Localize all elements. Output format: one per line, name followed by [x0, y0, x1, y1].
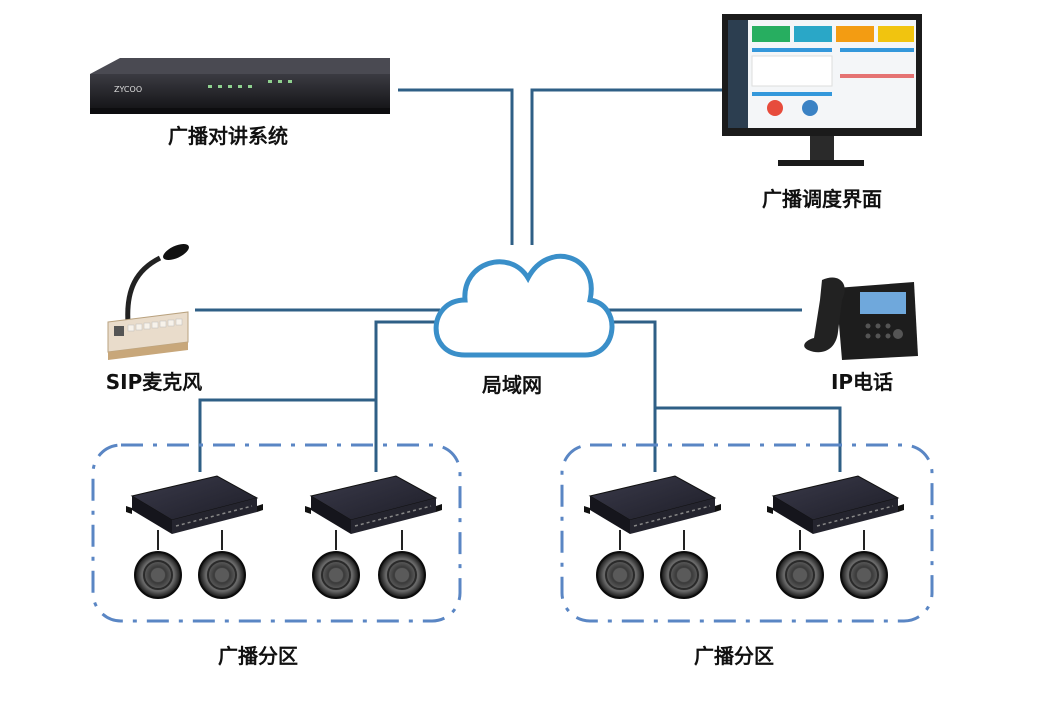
dispatch-ui-label: 广播调度界面 [762, 187, 882, 211]
broadcast-zone-left [91, 443, 462, 623]
ceiling-speaker-icon [660, 551, 708, 599]
broadcast-zone-right [560, 443, 934, 623]
lan-label: 局域网 [481, 373, 542, 397]
line-right-zone-branch [655, 406, 842, 472]
broadcast-intercom-system-label: 广播对讲系统 [168, 124, 288, 148]
ceiling-speaker-icon [312, 551, 360, 599]
ceiling-speaker-icon [776, 551, 824, 599]
cloud-icon [433, 253, 615, 358]
network-amplifier-icon [766, 475, 905, 535]
ceiling-speaker-icon [134, 551, 182, 599]
ceiling-speaker-icon [840, 551, 888, 599]
ip-phone-label: IP电话 [831, 370, 893, 394]
ceiling-speaker-icon [198, 551, 246, 599]
desk-phone-icon [804, 277, 918, 360]
rack-logo: ZYCOO [114, 85, 142, 94]
server-rack-icon: ZYCOO [90, 58, 390, 114]
line-cloud-to-right-zone [605, 320, 657, 472]
connection-lines [195, 88, 842, 472]
line-monitor-to-cloud [530, 88, 724, 245]
sip-microphone-label: SIP麦克风 [106, 370, 203, 394]
ceiling-speaker-icon [596, 551, 644, 599]
network-amplifier-icon [304, 475, 443, 535]
network-amplifier-icon [125, 475, 264, 535]
network-amplifier-icon [583, 475, 722, 535]
monitor-icon [722, 14, 922, 166]
zone-right-label: 广播分区 [694, 644, 774, 668]
zone-left-label: 广播分区 [218, 644, 298, 668]
gooseneck-microphone-icon [107, 243, 189, 360]
ceiling-speaker-icon [378, 551, 426, 599]
line-cloud-to-left-zone [374, 320, 435, 472]
line-left-zone-branch [198, 398, 376, 472]
line-rack-to-cloud [398, 88, 514, 245]
